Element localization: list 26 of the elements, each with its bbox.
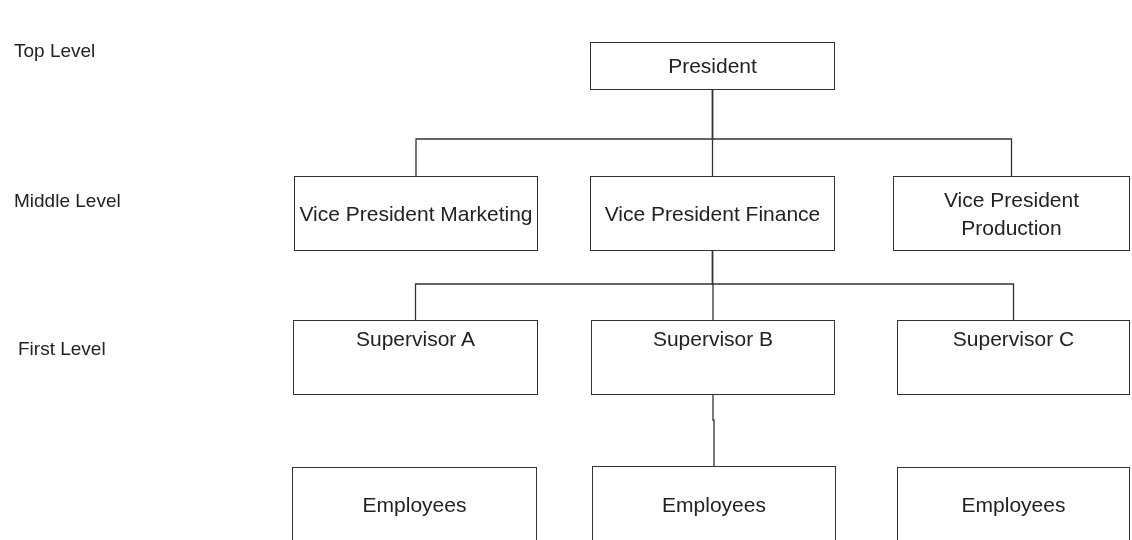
org-box	[294, 176, 538, 251]
org-box	[893, 176, 1130, 251]
level-label: Top Level	[14, 40, 96, 62]
role-title: Employees	[961, 492, 1066, 519]
connector-line	[711, 89, 1013, 177]
org-box	[292, 467, 537, 540]
org-box	[590, 42, 835, 90]
org-box	[592, 466, 836, 540]
role-title: Supervisor B	[652, 326, 774, 352]
role-title: Employees	[662, 491, 766, 518]
role-title: Vice President Finance	[604, 200, 821, 227]
org-box	[590, 176, 835, 251]
connector-line	[712, 394, 715, 467]
role-title: President	[668, 53, 757, 80]
role-title: Vice President Marketing	[299, 200, 533, 227]
role-title: Vice President Production	[943, 187, 1080, 241]
org-box	[897, 320, 1130, 395]
level-label: First Level	[18, 338, 106, 360]
org-box	[591, 320, 835, 395]
level-label: Middle Level	[14, 190, 121, 212]
org-box	[293, 320, 538, 395]
org-box	[897, 467, 1130, 540]
role-title: Supervisor C	[952, 326, 1075, 352]
role-title: Employees	[362, 492, 467, 519]
connector-line	[711, 250, 1015, 321]
role-title: Supervisor A	[355, 326, 476, 352]
